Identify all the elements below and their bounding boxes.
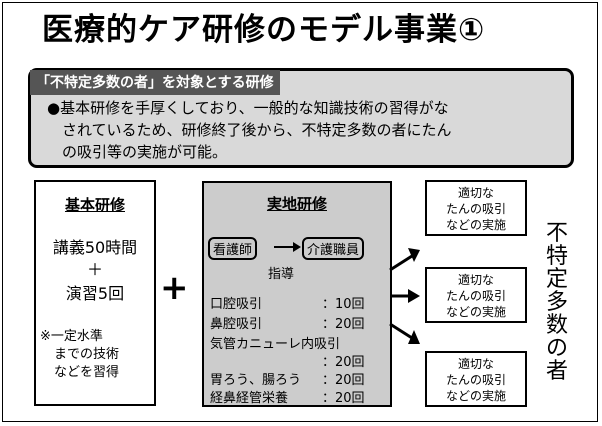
- outcome-box: 適切なたんの吸引などの実施: [425, 267, 527, 323]
- nurse-label: 看護師: [208, 237, 258, 260]
- procedure-count: ：20回: [322, 355, 365, 370]
- arrow-right-icon: [390, 289, 420, 303]
- page-title: 医療的ケア研修のモデル事業①: [42, 12, 486, 48]
- procedure-count: ：20回: [322, 391, 365, 406]
- procedure-label: 鼻腔吸引: [210, 317, 263, 332]
- intro-body: ●基本研修を手厚くしており、一般的な知識技術の習得がな されているため、研修終了…: [47, 97, 567, 163]
- exercise-count: 演習5回: [65, 284, 125, 303]
- procedure-count: ：20回: [322, 317, 365, 332]
- intro-line: ●基本研修を手厚くしており、一般的な知識技術の習得がな: [47, 99, 449, 117]
- outcome-box: 適切なたんの吸引などの実施: [425, 351, 527, 407]
- intro-heading: 「不特定多数の者」を対象とする研修: [30, 70, 280, 95]
- arrow-down-right-icon: [389, 322, 420, 344]
- outcome-arrows: [389, 248, 420, 344]
- procedure-count: ：20回: [322, 373, 365, 388]
- guidance-label: 指導: [268, 267, 295, 282]
- intro-panel: 「不特定多数の者」を対象とする研修 ●基本研修を手厚くしており、一般的な知識技術…: [28, 68, 574, 168]
- target-label-vertical: 不特定多数の者: [545, 221, 568, 384]
- intro-line: されているため、研修終了後から、不特定多数の者にたん: [62, 121, 452, 139]
- arrow-right-icon: [274, 242, 301, 252]
- lecture-hours: 講義50時間: [52, 238, 138, 257]
- arrow-up-right-icon: [389, 248, 420, 272]
- slide-frame: [2, 2, 598, 422]
- procedure-label: 経鼻経管栄養: [210, 391, 289, 406]
- basic-note: ※一定水準 までの技術 などを習得: [40, 329, 120, 380]
- procedure-label: 口腔吸引: [210, 297, 263, 312]
- basic-training-title: 基本研修: [64, 196, 125, 214]
- bullet-icon: ●: [47, 99, 61, 117]
- care-worker-label: 介護職員: [302, 237, 365, 260]
- procedure-label: 胃ろう、腸ろう: [210, 373, 302, 388]
- plus-sign: +: [160, 268, 189, 308]
- intro-line: の吸引等の実施が可能。: [62, 143, 228, 161]
- procedure-label: 気管カニューレ内吸引: [210, 337, 341, 352]
- practical-training-box: 実地研修 看護師 介護職員 指導 口腔吸引 ：10回 鼻腔吸引 ：20回 気管カ…: [202, 181, 392, 407]
- plus-text: ＋: [86, 260, 103, 279]
- practical-training-title: 実地研修: [266, 195, 327, 213]
- outcome-box: 適切なたんの吸引などの実施: [425, 180, 527, 236]
- procedure-count: ：10回: [322, 297, 365, 312]
- basic-training-box: 基本研修 講義50時間 ＋ 演習5回 ※一定水準 までの技術 などを習得: [34, 180, 156, 406]
